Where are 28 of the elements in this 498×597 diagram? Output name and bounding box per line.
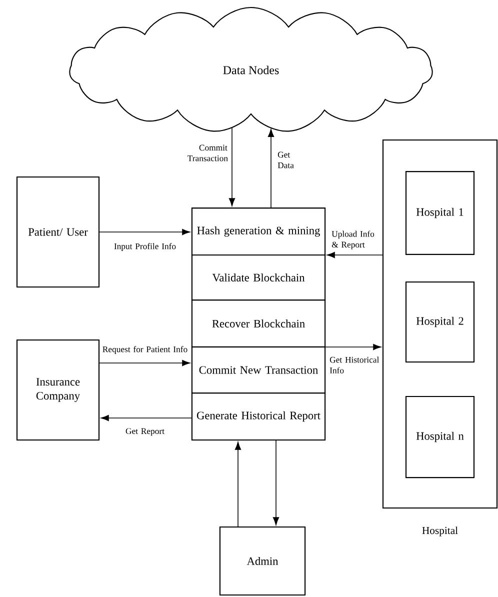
arrow bbox=[268, 128, 274, 208]
arrow bbox=[99, 228, 190, 236]
arrow bbox=[99, 360, 190, 366]
process-box: Insurance Company bbox=[16, 339, 100, 441]
arrow bbox=[326, 252, 383, 258]
process-box: Generate Historical Report bbox=[191, 392, 326, 440]
arrow bbox=[234, 442, 242, 527]
edge-label: Get Historical Info bbox=[330, 356, 379, 374]
process-box: Hospital n bbox=[405, 396, 475, 478]
arrow bbox=[272, 440, 280, 526]
edge-label: Get Report bbox=[126, 428, 164, 436]
arrow bbox=[228, 127, 236, 206]
process-box: Commit New Transaction bbox=[191, 346, 326, 394]
process-box: Admin bbox=[219, 526, 306, 596]
process-box: Hospital 1 bbox=[405, 171, 475, 255]
arrow bbox=[191, 344, 382, 350]
node-label: Hospital bbox=[422, 526, 458, 536]
process-box: Recover Blockchain bbox=[191, 300, 326, 348]
edge-label: Upload Info & Report bbox=[332, 230, 374, 250]
edge-label: Commit Transaction bbox=[188, 144, 228, 162]
process-box: Hash generation & mining bbox=[191, 208, 326, 256]
edge-label: Input Profile Info bbox=[114, 243, 176, 251]
edge-label: Request for Patient Info bbox=[102, 346, 188, 354]
edge-label: Get Data bbox=[278, 152, 294, 168]
process-box: Patient/ User bbox=[16, 176, 100, 288]
arrow bbox=[100, 414, 192, 422]
process-box: Validate Blockchain bbox=[191, 254, 326, 301]
process-box: Hospital 2 bbox=[405, 281, 475, 363]
